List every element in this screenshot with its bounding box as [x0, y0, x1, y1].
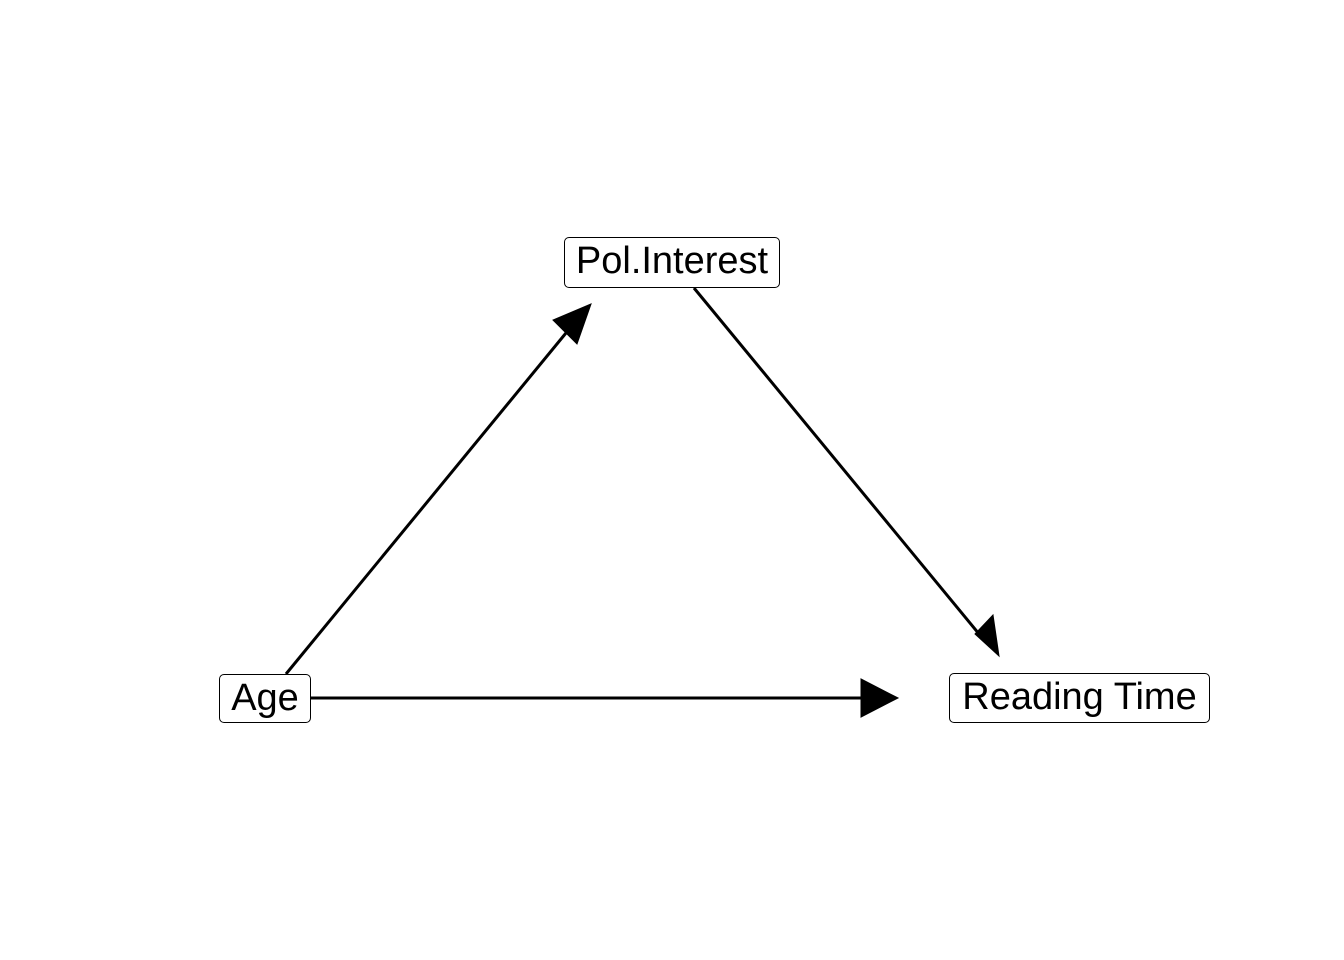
edge-pol-interest-to-reading-time — [692, 287, 1000, 658]
edge-age-to-reading-time — [311, 678, 900, 718]
arrowhead-icon — [974, 613, 1000, 658]
node-pol-interest: Pol.Interest — [564, 237, 780, 288]
node-age: Age — [219, 674, 311, 723]
arrowhead-icon — [552, 303, 592, 345]
edge-line — [692, 287, 986, 641]
edge-age-to-pol-interest — [284, 303, 592, 675]
arrowhead-icon — [860, 678, 900, 718]
node-reading-time: Reading Time — [949, 673, 1210, 723]
edge-line — [284, 321, 577, 675]
